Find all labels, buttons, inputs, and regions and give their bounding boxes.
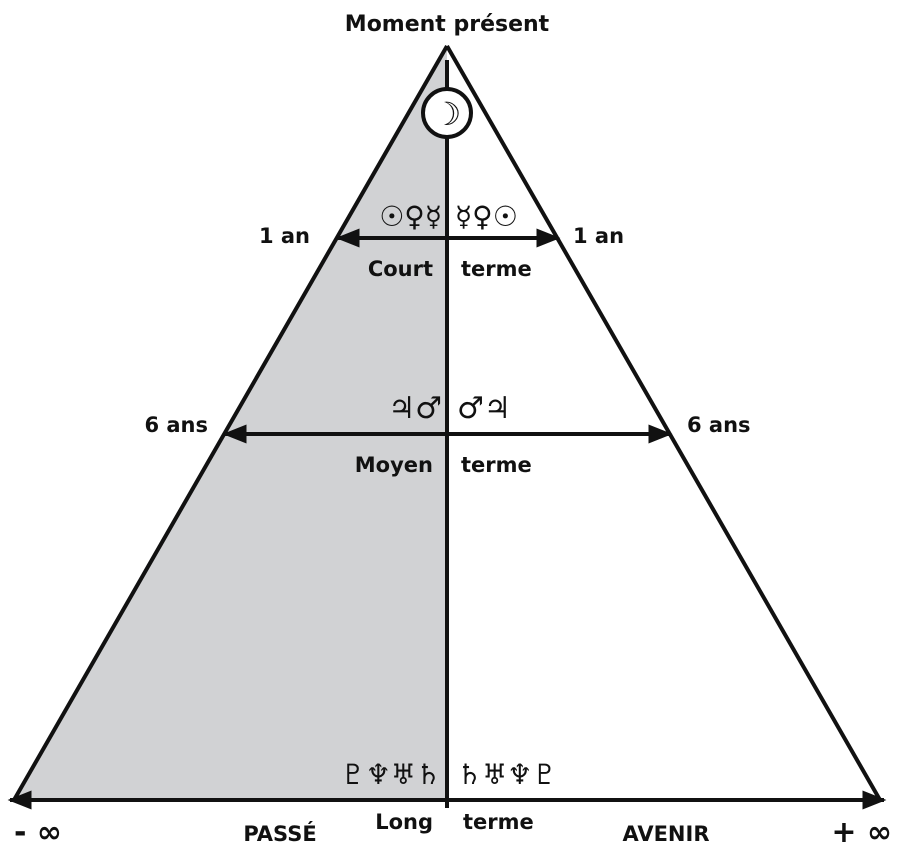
moyen-symbols-right: ♂♃ (457, 391, 511, 426)
long-term-right: terme (463, 810, 534, 834)
moyen-term-right: terme (461, 453, 532, 477)
moyen-left-duration: 6 ans (144, 413, 208, 437)
pyramid-left-edge (12, 45, 449, 801)
long-term-left: Long (375, 810, 433, 834)
moon-icon: ☽ (433, 95, 462, 133)
court-left-duration: 1 an (259, 224, 310, 248)
moon-circle (421, 87, 473, 139)
moyen-term-left: Moyen (355, 453, 433, 477)
court-term-right: terme (461, 257, 532, 281)
pyramid-right-edge (445, 45, 882, 801)
court-right-duration: 1 an (573, 224, 624, 248)
minus-infinity-label: - ∞ (14, 815, 62, 850)
long-symbols-left: ♇♆♅♄ (341, 758, 441, 791)
long-symbols-right: ♄♅♆♇ (457, 758, 557, 791)
present-moment-title: Moment présent (345, 12, 550, 37)
moyen-symbols-left: ♃♂ (388, 391, 442, 426)
court-term-left: Court (368, 257, 433, 281)
moyen-right-duration: 6 ans (687, 413, 751, 437)
court-symbols-right: ☿♀☉ (455, 200, 518, 233)
plus-infinity-label: + ∞ (831, 815, 892, 850)
future-label: AVENIR (623, 822, 710, 846)
past-label: PASSÉ (243, 821, 316, 846)
court-symbols-left: ☉♀☿ (379, 200, 442, 233)
